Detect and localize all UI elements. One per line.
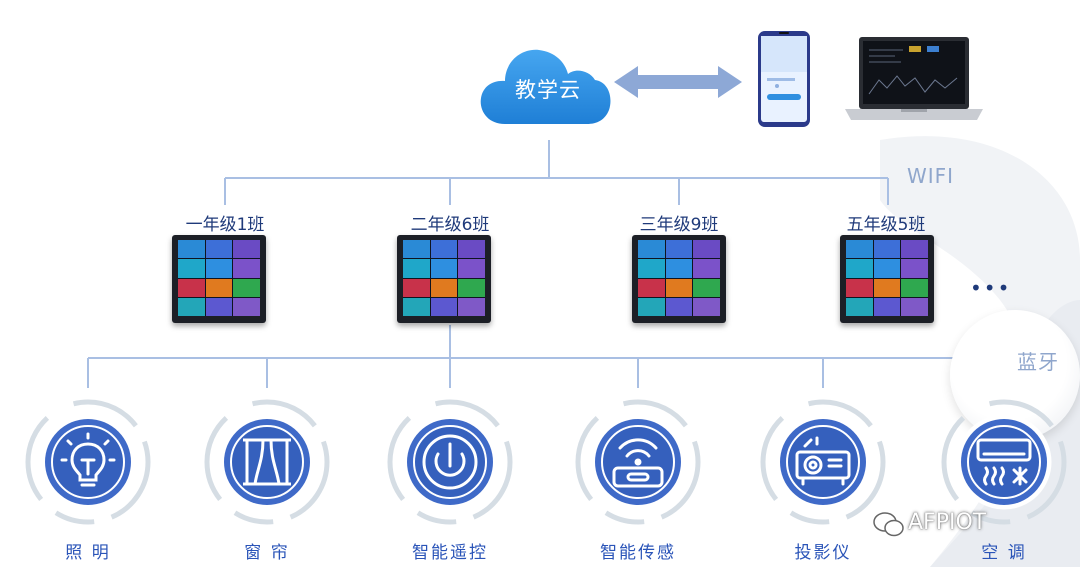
panel-tile: [665, 259, 693, 278]
device-label-projector: 投影仪: [794, 543, 852, 563]
panel-tile: [846, 297, 873, 316]
device-label-remote: 智能遥控: [412, 543, 488, 563]
panel-tile: [178, 240, 205, 259]
panel-tile: [178, 278, 205, 297]
panel-tile: [693, 259, 720, 278]
panel-tile: [205, 259, 233, 278]
panel-tile: [205, 240, 233, 259]
panel-tile: [403, 259, 430, 278]
device-label-curtain: 窗 帘: [244, 543, 290, 563]
panel-tile: [233, 297, 260, 316]
panel-tile: [873, 297, 901, 316]
panel-tile: [873, 259, 901, 278]
panel-tile: [430, 278, 458, 297]
panel-tile: [693, 240, 720, 259]
panel-tile: [638, 278, 665, 297]
control-panel-4: [840, 235, 934, 323]
control-panel-1: [172, 235, 266, 323]
panel-tile: [901, 259, 928, 278]
remote-icon: [422, 434, 478, 490]
class-label-4: 五年级5班: [846, 215, 926, 235]
device-ring-inner: [230, 425, 304, 499]
class-label-2: 二年级6班: [410, 215, 490, 235]
panel-tile: [693, 297, 720, 316]
panel-tile: [458, 259, 485, 278]
panel-tile: [205, 297, 233, 316]
panel-tile: [430, 240, 458, 259]
cloud-icon: [480, 49, 611, 124]
control-panel-3: [632, 235, 726, 323]
panel-tile: [638, 259, 665, 278]
projector-icon: [795, 436, 851, 486]
control-panel-2: [397, 235, 491, 323]
panel-tile: [665, 240, 693, 259]
class-label-1: 一年级1班: [185, 215, 265, 235]
panel-tile: [233, 278, 260, 297]
device-ring-outer: [204, 399, 330, 525]
panel-tile: [178, 297, 205, 316]
air-conditioner-icon: [976, 438, 1032, 486]
double-arrow-icon: [614, 66, 742, 98]
panel-tile: [665, 297, 693, 316]
panel-tile: [233, 259, 260, 278]
device-ring-outer: [387, 399, 513, 525]
wechat-icon: [873, 512, 904, 537]
bluetooth-label: 蓝牙: [1017, 350, 1059, 374]
panel-tile: [638, 240, 665, 259]
panel-tile: [873, 278, 901, 297]
panel-tile: [846, 278, 873, 297]
cloud-label: 教学云: [515, 78, 581, 102]
device-ring-outer: [575, 399, 701, 525]
device-ring-outer: [941, 399, 1067, 525]
panel-tile: [458, 278, 485, 297]
panel-tile: [205, 278, 233, 297]
panel-tile: [638, 297, 665, 316]
panel-tile: [403, 297, 430, 316]
panel-tile: [178, 259, 205, 278]
panel-tile: [901, 240, 928, 259]
panel-tile: [901, 278, 928, 297]
sensor-icon: [612, 438, 664, 488]
panel-tile: [693, 278, 720, 297]
panel-tile: [403, 240, 430, 259]
panel-tile: [901, 297, 928, 316]
device-ring-outer: [25, 399, 151, 525]
panel-tile: [458, 240, 485, 259]
panel-tile: [665, 278, 693, 297]
panel-tile: [403, 278, 430, 297]
more-indicator: •••: [970, 276, 1012, 300]
panel-tile: [458, 297, 485, 316]
device-label-sensor: 智能传感: [600, 543, 676, 563]
panel-tile: [846, 240, 873, 259]
device-label-lighting: 照 明: [65, 543, 111, 563]
panel-tile: [430, 297, 458, 316]
wifi-label: WIFI: [907, 164, 955, 188]
panel-tile: [873, 240, 901, 259]
curtain-icon: [243, 438, 291, 486]
bulb-icon: [60, 432, 116, 487]
class-label-3: 三年级9班: [639, 215, 719, 235]
panel-tile: [430, 259, 458, 278]
phone-icon: [758, 31, 810, 127]
laptop-icon: [845, 37, 983, 120]
device-label-air-conditioner: 空 调: [981, 543, 1027, 563]
panel-tile: [233, 240, 260, 259]
brand-watermark: AFPIOT: [908, 510, 987, 535]
device-ring-outer: [760, 399, 886, 525]
panel-tile: [846, 259, 873, 278]
